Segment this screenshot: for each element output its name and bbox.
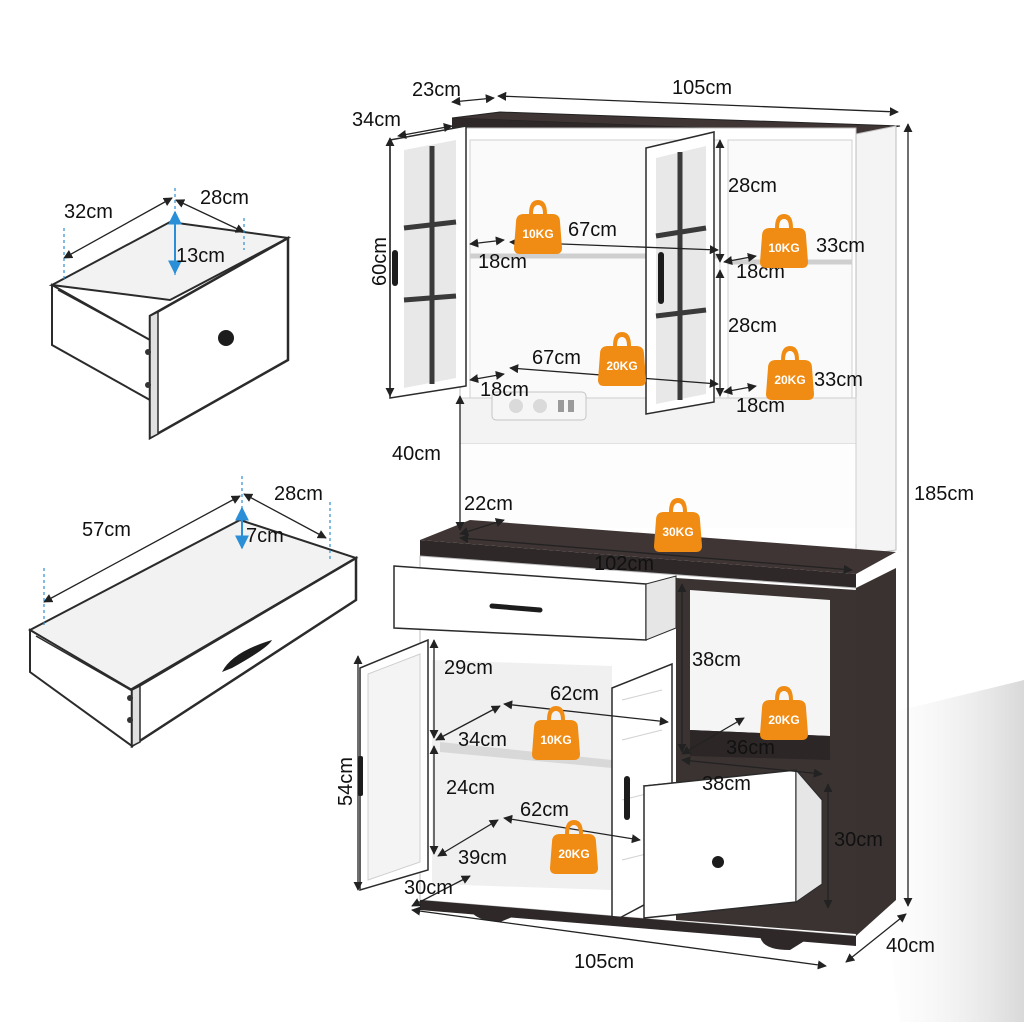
weight-tag-cubby: 20KG <box>760 686 808 740</box>
dim-upper-height: 60cm <box>369 237 391 286</box>
svg-text:20KG: 20KG <box>774 373 805 387</box>
wide-drawer-width-label: 57cm <box>82 519 131 541</box>
weight-tag-upper-left-shelf: 10KG <box>514 200 562 254</box>
dim-upper-left-depth1: 18cm <box>478 251 527 273</box>
dim-top-depth-small: 23cm <box>412 79 461 101</box>
weight-tags: 10KG 10KG 20KG 20KG 30KG 10KG 20KG 20KG <box>514 200 814 874</box>
dimension-labels: 23cm 105cm 34cm 60cm 28cm 28cm 67cm 18cm… <box>335 77 974 973</box>
dim-lower-door-height: 54cm <box>335 757 357 806</box>
dim-lower-cab-depth1: 34cm <box>458 729 507 751</box>
svg-text:20KG: 20KG <box>558 847 589 861</box>
dim-base-width: 105cm <box>574 951 634 973</box>
wide-drawer-illustration: 57cm 28cm 7cm <box>27 476 359 749</box>
knob-icon <box>218 330 234 346</box>
wide-drawer-depth-label: 28cm <box>274 483 323 505</box>
dim-hutch-gap-height: 40cm <box>392 443 441 465</box>
svg-text:10KG: 10KG <box>768 241 799 255</box>
dim-upper-right-width1: 33cm <box>816 235 865 257</box>
dim-upper-left-depth2: 18cm <box>480 379 529 401</box>
svg-text:20KG: 20KG <box>606 359 637 373</box>
svg-text:10KG: 10KG <box>540 733 571 747</box>
dim-upper-shelf-h1: 28cm <box>728 175 777 197</box>
dim-cubby-height: 38cm <box>692 649 741 671</box>
dim-lower-cab-height1: 29cm <box>444 657 493 679</box>
dim-upper-right-width2: 33cm <box>814 369 863 391</box>
weight-tag-upper-right-shelf: 10KG <box>760 214 808 268</box>
small-drawer-width-label: 28cm <box>200 187 249 209</box>
weight-tag-lower-shelf: 10KG <box>532 706 580 760</box>
dim-counter-depth: 22cm <box>464 493 513 515</box>
dim-right-drawer-height: 30cm <box>834 829 883 851</box>
dim-cubby-width: 38cm <box>702 773 751 795</box>
dim-lower-cab-depth2: 39cm <box>458 847 507 869</box>
svg-text:10KG: 10KG <box>522 227 553 241</box>
small-drawer-depth-label: 32cm <box>64 201 113 223</box>
dim-total-height: 185cm <box>914 483 974 505</box>
drawer-handle-icon <box>489 603 543 613</box>
dim-lower-cab-width1: 62cm <box>550 683 599 705</box>
dim-upper-left-width2: 67cm <box>532 347 581 369</box>
weight-tag-counter: 30KG <box>654 498 702 552</box>
wide-drawer-height-label: 7cm <box>246 525 284 547</box>
weight-tag-upper-left-bottom: 20KG <box>598 332 646 386</box>
dimension-lines <box>353 91 913 970</box>
dim-base-depth: 30cm <box>404 877 453 899</box>
svg-text:20KG: 20KG <box>768 713 799 727</box>
dim-counter-width: 102cm <box>594 553 654 575</box>
drawer-knob-icon <box>712 856 724 868</box>
dim-lower-cab-width2: 62cm <box>520 799 569 821</box>
weight-tag-lower-bottom: 20KG <box>550 820 598 874</box>
dim-lower-cab-height2: 24cm <box>446 777 495 799</box>
dim-top-side-depth: 34cm <box>352 109 401 131</box>
dim-cubby-depth: 36cm <box>726 737 775 759</box>
pull-handle-icon <box>222 640 272 672</box>
weight-tag-upper-right-bottom: 20KG <box>766 346 814 400</box>
dim-top-width: 105cm <box>672 77 732 99</box>
dim-upper-left-width1: 67cm <box>568 219 617 241</box>
svg-text:30KG: 30KG <box>662 525 693 539</box>
dim-upper-right-depth2: 18cm <box>736 395 785 417</box>
small-drawer-height-label: 13cm <box>176 245 225 267</box>
dim-base-side-depth: 40cm <box>886 935 935 957</box>
small-drawer-illustration: 32cm 28cm 13cm <box>48 187 292 441</box>
dim-upper-shelf-h2: 28cm <box>728 315 777 337</box>
